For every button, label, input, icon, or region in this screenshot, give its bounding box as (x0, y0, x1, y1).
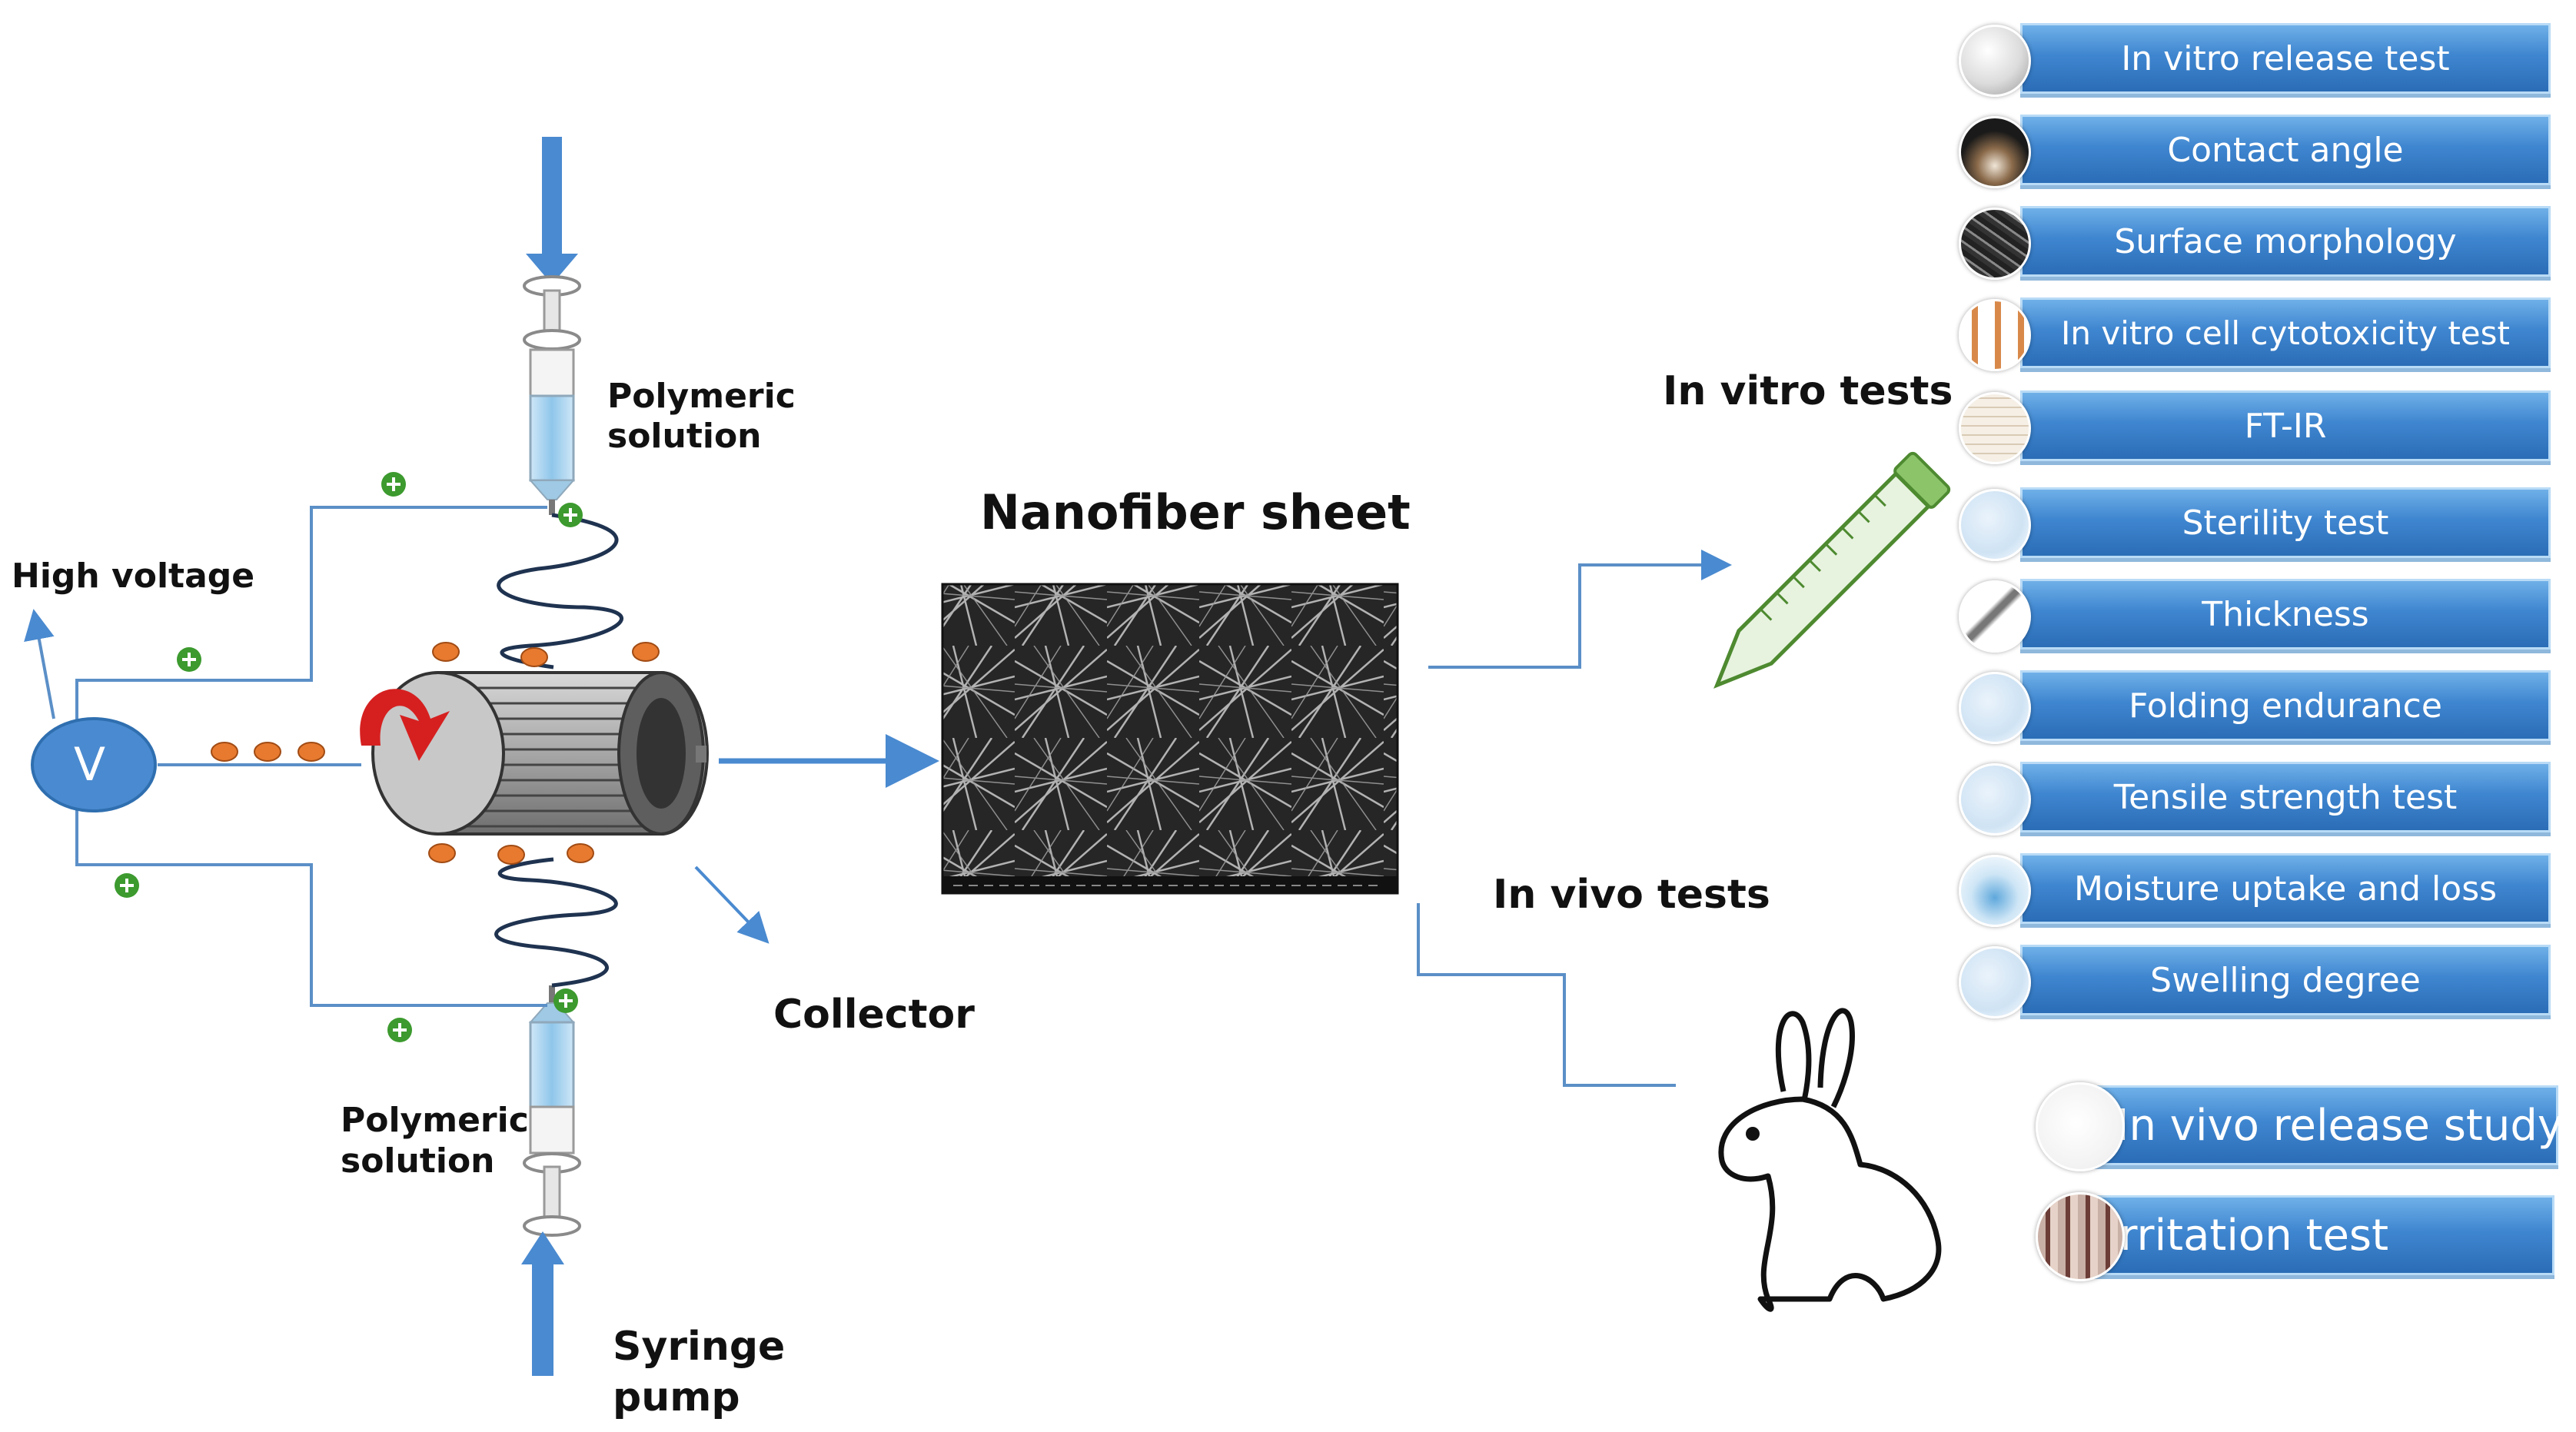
in-vitro-test-tensile-strength: Tensile strength test (1959, 762, 2551, 836)
film-icon (1959, 946, 2031, 1018)
in-vivo-tests-heading: In vivo tests (1493, 872, 1770, 918)
test-label: In vitro cell cytotoxicity test (2020, 297, 2551, 368)
test-label: Swelling degree (2020, 945, 2551, 1015)
circuit-wires (24, 506, 547, 1007)
voltage-source (31, 717, 157, 812)
spectrum-icon (1959, 392, 2031, 464)
test-label: Thickness (2020, 579, 2551, 650)
top-fiber-jet (497, 513, 623, 669)
test-label: In vitro release test (2020, 23, 2551, 94)
green-plus-charges (115, 472, 583, 1042)
bottom-pump-arrow (521, 1231, 564, 1376)
film-icon (1959, 763, 2031, 836)
water-drop-icon (1959, 855, 2031, 927)
in-vitro-test-folding-endurance: Folding endurance (1959, 670, 2551, 744)
in-vivo-test-irritation: Irritation test (2036, 1192, 2554, 1281)
bottom-syringe (523, 985, 581, 1237)
skin-patch-icon (2036, 1082, 2125, 1171)
high-voltage-label: High voltage (12, 557, 255, 596)
collector-label: Collector (773, 992, 975, 1038)
test-label: Surface morphology (2020, 206, 2551, 277)
in-vitro-test-sterility: Sterility test (1959, 487, 2551, 561)
test-label: FT-IR (2020, 390, 2551, 461)
orange-charges (211, 642, 660, 865)
in-vitro-branch-line (1428, 550, 1732, 669)
polymeric-solution-bottom-label-line2: solution (341, 1141, 495, 1181)
skin-tissue-icon (2036, 1192, 2125, 1281)
test-label: Moisture uptake and loss (2020, 853, 2551, 924)
rabbit-icon (1718, 1008, 1942, 1312)
top-syringe (523, 275, 581, 515)
test-label: Folding endurance (2020, 670, 2551, 741)
in-vitro-test-cytotoxicity: In vitro cell cytotoxicity test (1959, 297, 2551, 371)
in-vitro-test-thickness: Thickness (1959, 579, 2551, 653)
film-icon (1959, 672, 2031, 744)
in-vivo-test-release-study: In vivo release study (2036, 1082, 2563, 1171)
test-label: Contact angle (2020, 115, 2551, 185)
clear-disc-icon (1959, 25, 2031, 97)
voltage-symbol: V (74, 738, 106, 792)
polymeric-solution-top-label-line2: solution (607, 417, 762, 456)
in-vitro-test-contact-angle: Contact angle (1959, 115, 2551, 188)
polymeric-solution-bottom-label-line1: Polymeric (341, 1101, 529, 1140)
micrometer-icon (1959, 580, 2031, 653)
nanofiber-sem-image (941, 583, 1399, 895)
syringe-pump-label-line1: Syringe (613, 1324, 786, 1370)
rotation-arrow (360, 689, 450, 761)
petri-dish-icon (1959, 489, 2031, 561)
test-label: In vivo release study (2089, 1085, 2563, 1165)
bar-chart-icon (1959, 299, 2031, 371)
in-vitro-test-ftir: FT-IR (1959, 390, 2551, 464)
test-label: Irritation test (2089, 1195, 2554, 1275)
drum-collector (371, 671, 709, 836)
in-vitro-test-release: In vitro release test (1959, 23, 2551, 97)
in-vitro-test-moisture: Moisture uptake and loss (1959, 853, 2551, 927)
collector-pointer-arrow (694, 866, 769, 944)
bottom-fiber-jet (494, 857, 618, 988)
rabbit-eye (1746, 1127, 1760, 1141)
in-vitro-test-swelling: Swelling degree (1959, 945, 2551, 1018)
in-vitro-tests-heading: In vitro tests (1663, 368, 1953, 414)
top-pump-arrow (526, 137, 578, 284)
nanofiber-sheet-title: Nanofiber sheet (980, 484, 1411, 540)
syringe-pump-label-line2: pump (613, 1374, 740, 1420)
sem-fiber-icon (1959, 208, 2031, 280)
test-label: Tensile strength test (2020, 762, 2551, 832)
in-vivo-branch-line (1417, 903, 1676, 1087)
in-vitro-test-surface-morphology: Surface morphology (1959, 206, 2551, 280)
polymeric-solution-top-label-line1: Polymeric (607, 377, 796, 416)
test-label: Sterility test (2020, 487, 2551, 558)
test-tube-icon (1713, 451, 1951, 689)
water-drop-photo-icon (1959, 116, 2031, 188)
